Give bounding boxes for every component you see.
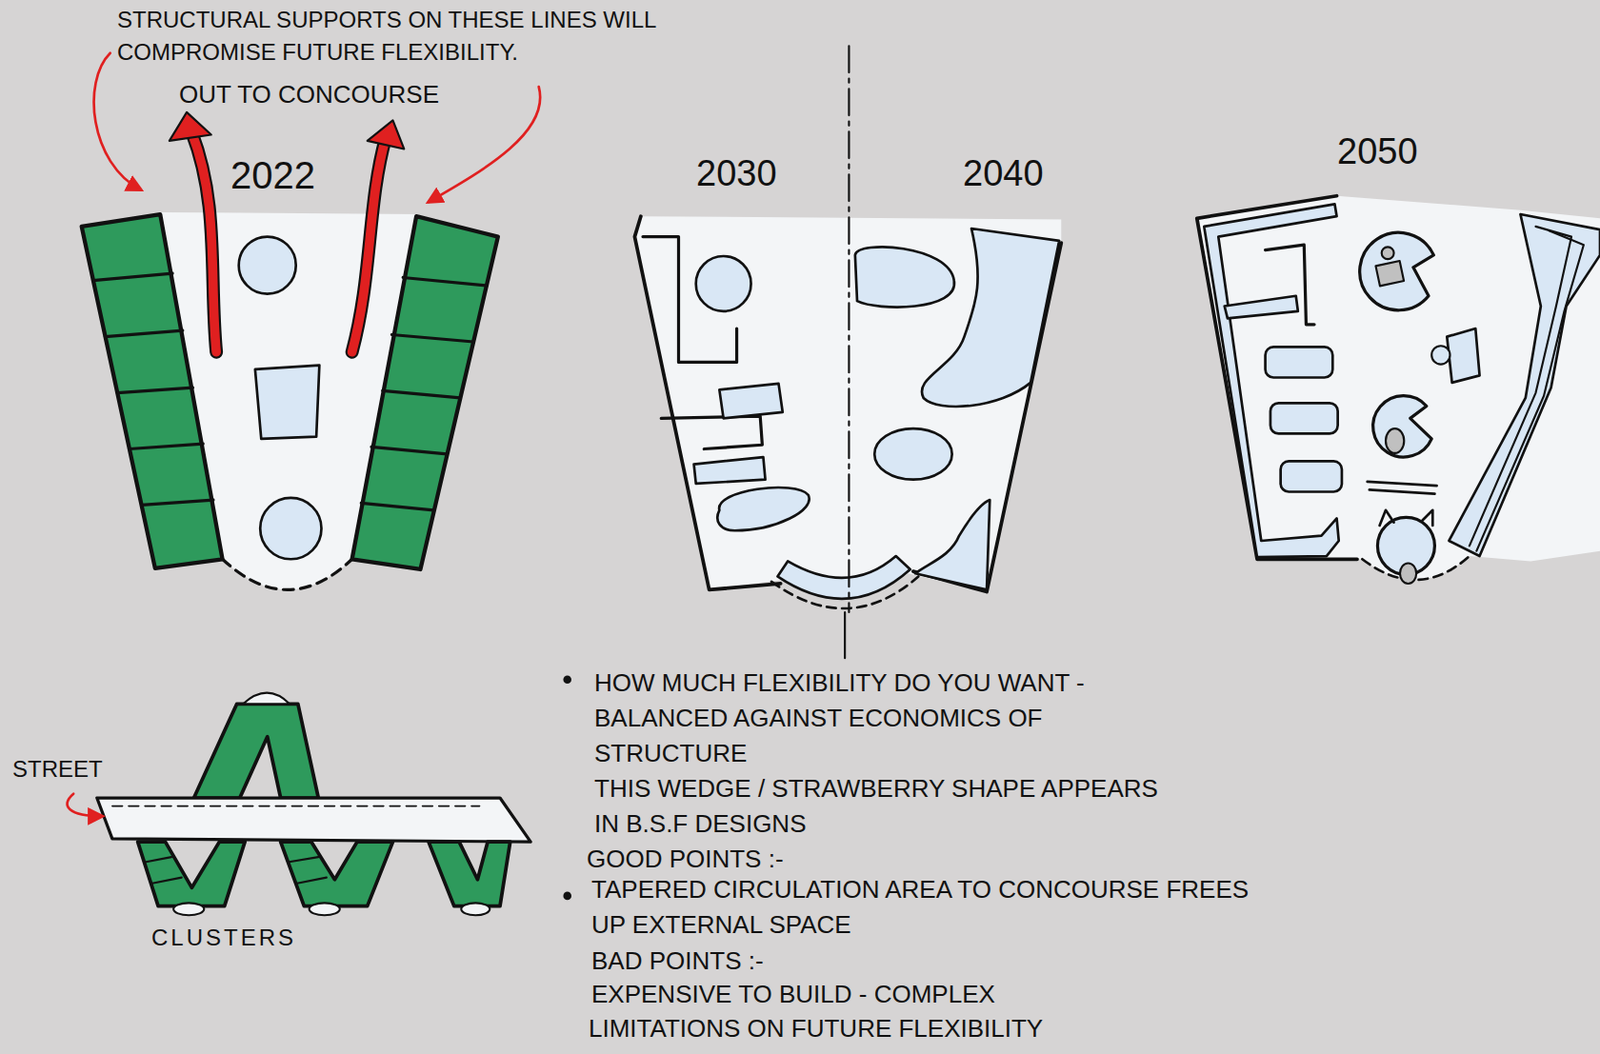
cluster-label: CLUSTERS [151, 921, 297, 955]
note-text: TAPERED CIRCULATION AREA TO CONCOURSE FR… [591, 872, 1263, 943]
note-text: HOW MUCH FLEXIBILITY DO YOU WANT - BALAN… [594, 665, 1095, 772]
street-label: STREET [12, 753, 103, 786]
year-label: 2022 [230, 148, 316, 203]
year-label: 2050 [1337, 126, 1419, 179]
note-text: EXPENSIVE TO BUILD - COMPLEX [591, 977, 996, 1013]
note-text: THIS WEDGE / STRAWBERRY SHAPE APPEARS IN… [594, 771, 1166, 842]
year-label: 2040 [962, 148, 1044, 200]
year-label: 2030 [696, 148, 778, 200]
note-heading: GOOD POINTS :- [586, 841, 784, 878]
annotation-note: STRUCTURAL SUPPORTS ON THESE LINES WILL … [117, 3, 775, 69]
note-text: LIMITATIONS ON FUTURE FLEXIBILITY [588, 1011, 1043, 1047]
annotation-note: OUT TO CONCOURSE [179, 77, 440, 113]
note-heading: BAD POINTS :- [591, 943, 764, 980]
